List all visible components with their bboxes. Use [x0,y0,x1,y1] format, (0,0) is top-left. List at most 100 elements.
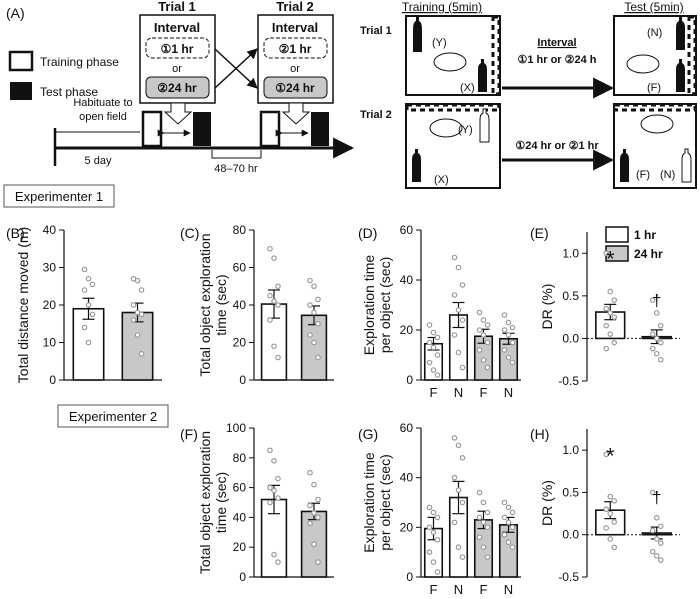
y-tick-label: 40 [400,273,414,287]
y-tick-label: 40 [43,223,57,237]
data-point [607,510,614,517]
data-point [501,514,508,521]
data-point [426,524,433,531]
data-point [611,314,618,320]
data-point [649,527,656,534]
x-tick-label: N [454,385,463,400]
interval-arrow-1-text: ①1 hr or ②24 h [517,54,596,66]
data-point [480,357,487,363]
t2-train-x: (X) [434,174,449,186]
data-point [484,509,491,516]
chart-h: (H)-0.50.00.51.0DR (%)*† [530,426,680,584]
data-point [267,245,273,252]
data-point [603,506,610,513]
data-point [85,302,92,308]
data-point [476,534,483,541]
data-point [505,332,512,338]
significance-marker: * [606,246,615,271]
data-point [81,324,88,331]
data-point [311,309,317,316]
y-tick-label: 20 [400,323,414,337]
data-point [85,339,92,346]
data-point [434,569,441,575]
bar [121,311,154,381]
data-point [267,447,273,454]
y-tick-label: 80 [233,223,247,237]
data-point [505,519,512,526]
trial2-24hr-box [263,76,328,99]
data-point [451,292,458,298]
y-axis-label: DR (%) [539,284,555,330]
data-point [434,536,441,543]
t1-test-f: (F) [647,82,661,94]
data-point [426,504,433,511]
data-point [501,499,508,506]
legend-training-label: Training phase [40,55,119,69]
data-point [451,254,458,261]
trial2-or: or [290,63,300,75]
arena-trial2-test: (F) (N) [613,103,697,189]
arena-trial1-training: (Y) (X) [405,15,501,96]
y-tick-label: 80 [233,451,247,465]
data-point [271,298,277,305]
experimenter2-box [57,404,169,428]
data-point [426,322,433,328]
legend-24hr-label: 24 hr [634,247,663,261]
data-point [501,531,508,538]
data-point [275,559,281,565]
t1-train-x: (X) [460,82,475,94]
data-point [657,557,664,563]
panel-label-a: (A) [6,5,25,21]
x-tick-label: N [504,582,513,597]
data-point [653,514,660,521]
data-point [455,442,462,449]
data-point [459,364,466,371]
data-point [459,499,466,506]
trial1-1hr-text: ①1 hr [161,42,194,56]
data-point [509,339,516,346]
panel-a-schematic: (A) Training phase Test phase Trial 1 Tr… [6,0,697,189]
experimenter2-label: Experimenter 2 [69,409,157,424]
y-axis-label: DR (%) [539,480,555,526]
data-point [130,302,137,308]
row-trial1-label: Trial 1 [360,25,392,37]
data-point [505,504,512,511]
data-point [267,484,273,491]
data-point [459,554,466,560]
legend-1hr-swatch [605,226,629,243]
interval-arrow-2-text: ①24 hr or ②1 hr [515,140,599,152]
data-point [459,282,466,288]
y-axis-label: per object (sec) [377,454,393,550]
y-tick-label: 60 [400,421,414,435]
data-point [607,493,614,500]
data-point [275,475,281,482]
data-point [607,310,614,316]
arena-trial1-test: (N) (F) [613,15,697,96]
panel-label: (F) [180,426,198,442]
row-trial2-label: Trial 2 [360,109,392,121]
data-point [315,354,321,361]
data-point [505,319,512,326]
data-point [501,347,508,353]
trial1-down-arrow [163,102,193,125]
x-tick-label: F [480,582,488,597]
data-point [271,255,277,261]
y-axis-label: time (sec) [213,472,229,533]
t2-test-f: (F) [636,169,650,181]
data-point [505,354,512,361]
days-text: 5 day [85,155,112,167]
data-point [275,495,281,501]
habituate-text-1: Habituate to [73,97,132,109]
data-point [451,332,458,338]
x-tick-label: N [454,582,463,597]
x-tick-label: N [504,385,513,400]
data-point [455,349,462,356]
trial2-title: Trial 2 [276,0,314,14]
data-point [653,553,660,559]
data-point [480,544,487,551]
data-point [271,551,277,558]
